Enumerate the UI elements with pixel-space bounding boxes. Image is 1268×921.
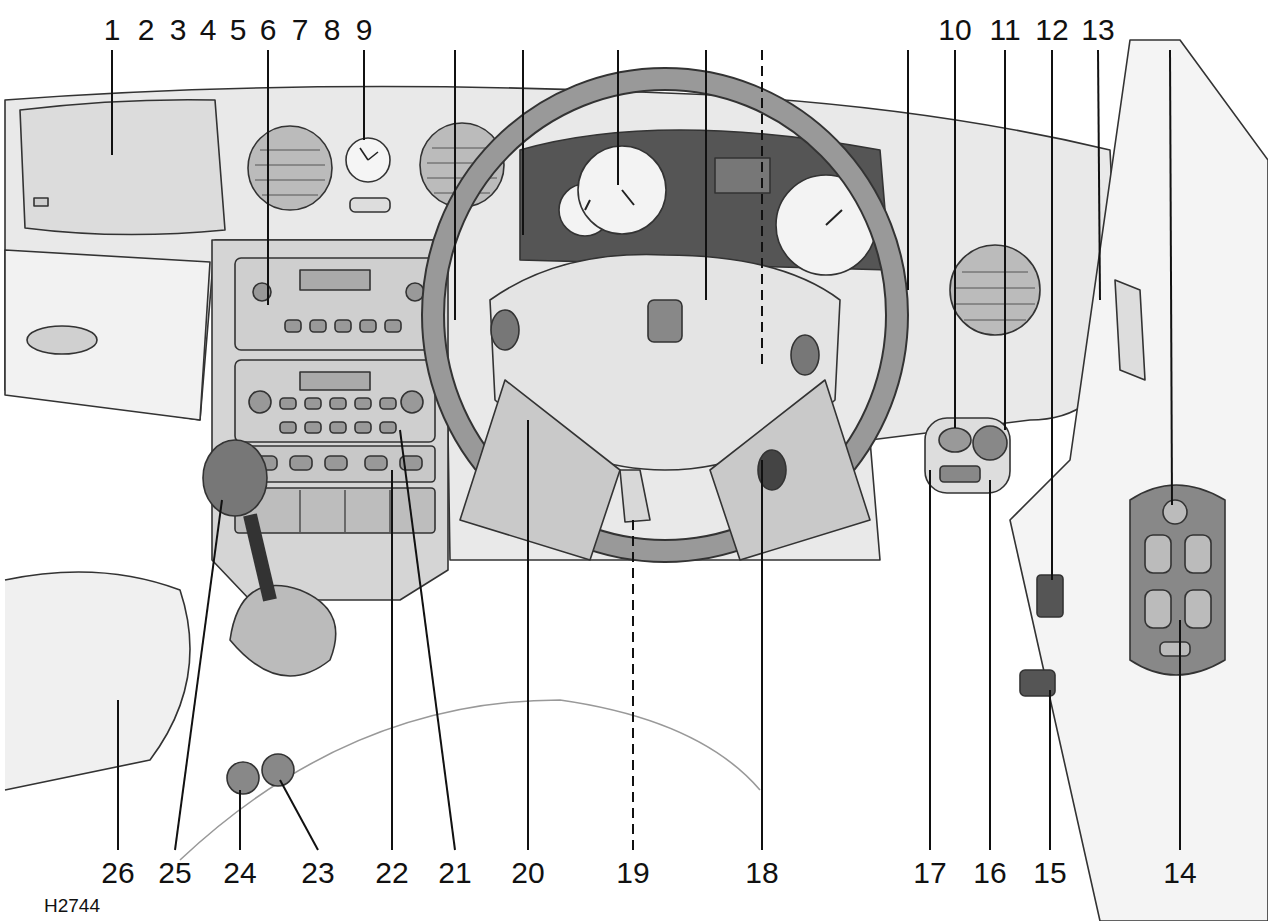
- callout-number: 23: [301, 858, 334, 888]
- heater-panel: [235, 360, 435, 442]
- callout-number: 13: [1081, 15, 1114, 45]
- gear-knob: [203, 440, 267, 516]
- leader-lines: [112, 50, 1180, 850]
- callout-number: 15: [1033, 858, 1066, 888]
- radio: [235, 258, 435, 350]
- callout-number: 24: [223, 858, 256, 888]
- callout-number: 5: [230, 15, 247, 45]
- callout-number: 7: [292, 15, 309, 45]
- dash-panel: [5, 87, 1120, 560]
- console-switch: [227, 762, 259, 794]
- door-panel: [1010, 40, 1268, 921]
- door-handle: [27, 326, 97, 354]
- callout-number: 18: [745, 858, 778, 888]
- callout-number: 4: [200, 15, 217, 45]
- glovebox: [20, 100, 225, 235]
- callout-number: 6: [260, 15, 277, 45]
- callout-number: 3: [170, 15, 187, 45]
- callout-number: 17: [913, 858, 946, 888]
- callout-number: 21: [438, 858, 471, 888]
- lower-dash: [5, 250, 210, 420]
- callout-number: 2: [138, 15, 155, 45]
- callout-number: 25: [158, 858, 191, 888]
- glovebox-latch: [34, 198, 48, 206]
- callout-number: 12: [1035, 15, 1068, 45]
- seat: [5, 572, 190, 790]
- callout-number: 11: [989, 15, 1020, 45]
- callout-number: 22: [375, 858, 408, 888]
- callout-number: 9: [356, 15, 373, 45]
- mirror-switch-pod: [925, 418, 1010, 493]
- callout-number: 14: [1163, 858, 1196, 888]
- callout-number: 8: [324, 15, 341, 45]
- storage-tray: [235, 488, 435, 533]
- callout-number: 20: [511, 858, 544, 888]
- callout-number: 26: [101, 858, 134, 888]
- window-switch: [1037, 575, 1063, 617]
- callout-number: 16: [973, 858, 1006, 888]
- callout-number: 1: [104, 15, 121, 45]
- gear-boot: [230, 586, 336, 676]
- centre-console: [212, 240, 448, 600]
- window-switch-pod: [1130, 485, 1225, 675]
- callout-number: H2744: [44, 896, 100, 915]
- clock: [346, 138, 390, 182]
- callout-number: 19: [616, 858, 649, 888]
- hazard-switch: [350, 198, 390, 212]
- callout-number: 10: [938, 15, 971, 45]
